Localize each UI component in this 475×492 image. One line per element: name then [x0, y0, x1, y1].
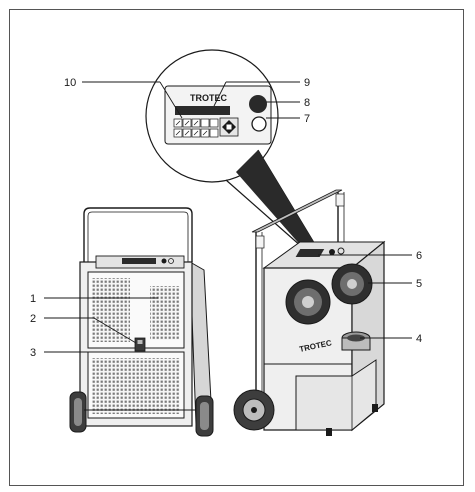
callout-10: 10 — [64, 77, 76, 89]
leader-lines — [44, 81, 412, 353]
side-wheel — [233, 389, 275, 431]
figure-border — [9, 9, 464, 486]
brand-label: TROTEC — [190, 93, 227, 103]
callout-4: 4 — [416, 333, 422, 345]
air-outlets — [285, 263, 373, 325]
panel-indicator-ring — [251, 116, 267, 132]
callout-3: 3 — [30, 347, 36, 359]
front-wheels — [69, 391, 214, 437]
callout-9: 9 — [304, 77, 310, 89]
callout-numbers: 10 9 8 7 1 2 3 6 5 4 — [30, 77, 422, 359]
panel-display — [175, 106, 230, 115]
callout-8: 8 — [304, 97, 310, 109]
control-panel-detail: TROTEC — [145, 49, 279, 183]
panel-indicator-dark — [249, 95, 267, 113]
panel-direction-pad — [219, 117, 239, 137]
callout-1: 1 — [30, 293, 36, 305]
unit-main-switch — [134, 337, 146, 352]
unit-side-view: TROTEC — [233, 189, 386, 436]
callout-6: 6 — [416, 250, 422, 262]
unit-front-view — [69, 207, 214, 437]
callout-7: 7 — [304, 113, 310, 125]
callout-5: 5 — [416, 278, 422, 290]
hose-connector — [341, 331, 371, 351]
callout-2: 2 — [30, 313, 36, 325]
